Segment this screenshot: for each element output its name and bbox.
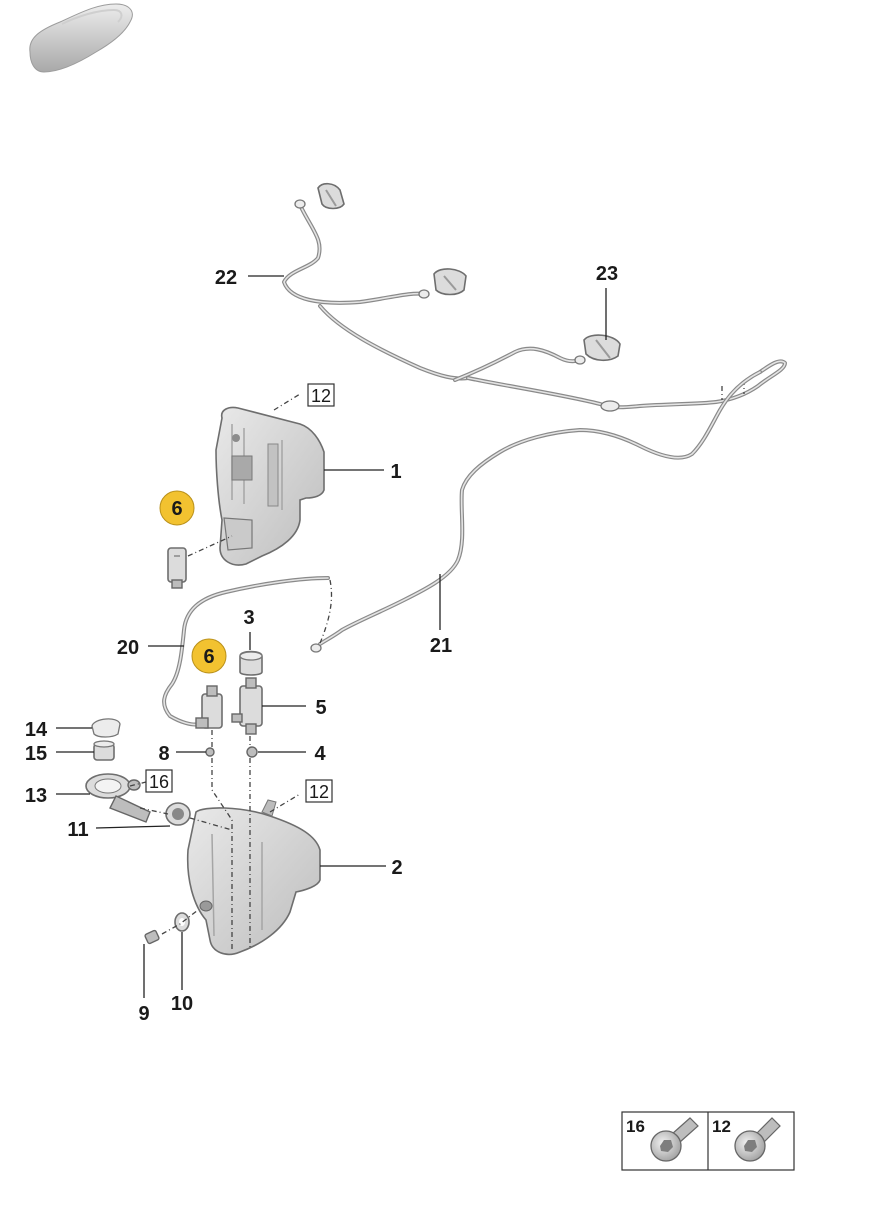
callout-11[interactable]: 11 xyxy=(67,819,88,841)
bolt-icon xyxy=(734,1117,781,1162)
seal-4 xyxy=(246,746,258,758)
boxed-ref-12-bottom[interactable]: 12 xyxy=(305,779,333,803)
boxed-ref-16-label: 16 xyxy=(149,772,169,792)
callout-3[interactable]: 3 xyxy=(243,607,254,629)
cap-3 xyxy=(239,650,263,676)
callout-8[interactable]: 8 xyxy=(158,743,169,765)
car-silhouette-icon xyxy=(29,3,133,73)
callout-13[interactable]: 13 xyxy=(25,785,47,807)
washer-pump-5 xyxy=(231,677,263,735)
washer-hose-21 xyxy=(318,370,762,646)
callout-23[interactable]: 23 xyxy=(596,263,618,285)
washer-nozzle-top xyxy=(317,182,345,210)
boxed-ref-12-top-label: 12 xyxy=(311,386,331,406)
washer-pump-6-upper xyxy=(167,547,187,589)
callout-21[interactable]: 21 xyxy=(430,635,452,657)
callout-6-lower: 6 xyxy=(203,646,214,668)
callout-14[interactable]: 14 xyxy=(25,719,48,741)
callout-5[interactable]: 5 xyxy=(315,697,326,719)
fastener-legend: 16 12 xyxy=(621,1111,795,1171)
boxed-ref-16[interactable]: 16 xyxy=(145,769,173,793)
legend-cell-right-label: 12 xyxy=(712,1117,731,1136)
washer-hose-20 xyxy=(162,576,333,727)
washer-nozzle-middle xyxy=(433,268,467,296)
boxed-ref-12-top[interactable]: 12 xyxy=(307,383,335,407)
callout-4[interactable]: 4 xyxy=(314,743,326,765)
callout-22[interactable]: 22 xyxy=(215,267,237,289)
callout-9[interactable]: 9 xyxy=(138,1003,149,1025)
boxed-ref-12-bottom-label: 12 xyxy=(309,782,329,802)
leader-lines xyxy=(56,275,607,998)
bolt-icon xyxy=(650,1117,699,1162)
legend-cell-left-label: 16 xyxy=(626,1117,645,1136)
grommet-15 xyxy=(93,740,115,761)
callout-1[interactable]: 1 xyxy=(390,461,401,483)
washer-10 xyxy=(174,912,190,932)
washer-pump-6-lower xyxy=(195,685,223,729)
callout-15[interactable]: 15 xyxy=(25,743,47,765)
washer-hose-assembly-22 xyxy=(282,199,787,412)
level-sensor-cap-14 xyxy=(91,718,121,738)
callout-badge-6-lower[interactable]: 6 xyxy=(191,638,227,674)
filler-neck-13 xyxy=(85,773,151,823)
callout-6-upper: 6 xyxy=(171,498,182,520)
grommet-11 xyxy=(165,802,191,826)
nut-9 xyxy=(144,929,160,945)
callout-10[interactable]: 10 xyxy=(171,993,193,1015)
washer-reservoir-2 xyxy=(186,799,321,956)
callout-2[interactable]: 2 xyxy=(391,857,402,879)
callout-20[interactable]: 20 xyxy=(117,637,139,659)
callout-badge-6-upper[interactable]: 6 xyxy=(159,490,195,526)
seal-8 xyxy=(205,747,215,757)
washer-nozzle-23 xyxy=(583,334,621,362)
washer-reservoir-1 xyxy=(215,406,325,566)
